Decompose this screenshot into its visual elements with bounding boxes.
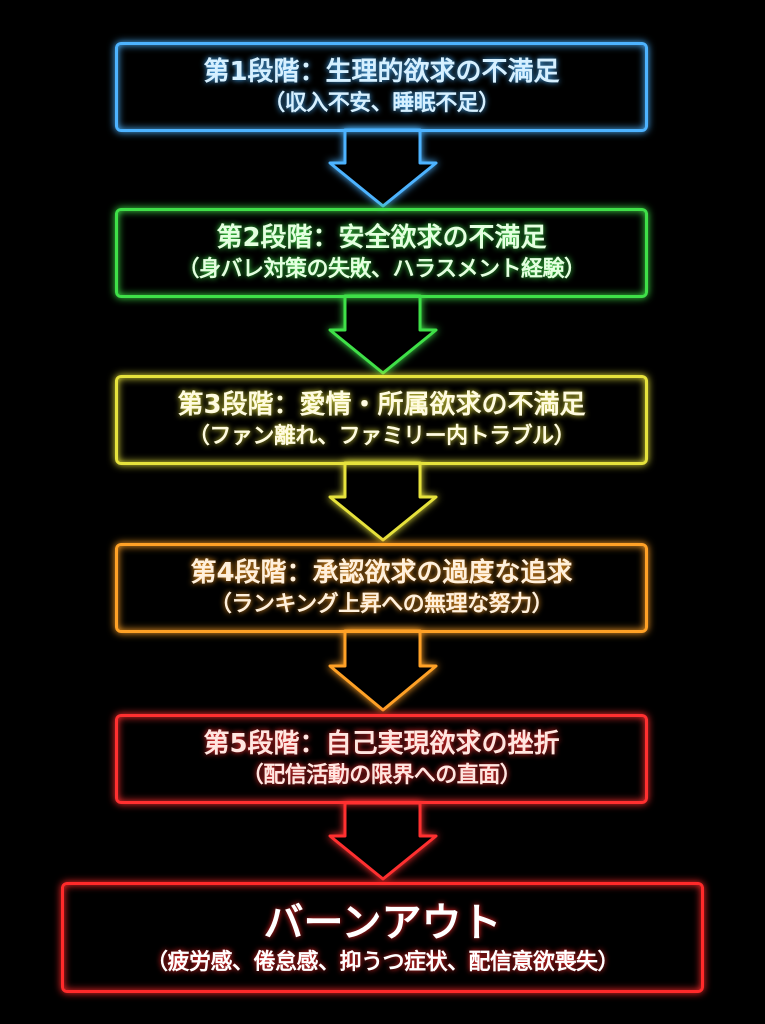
arrow-down-icon [328,128,438,208]
stage-subtitle: （ファン離れ、ファミリー内トラブル） [187,424,576,449]
stage-title: 第1段階：生理的欲求の不満足 [203,57,560,87]
stage-2-box: 第2段階：安全欲求の不満足 （身バレ対策の失敗、ハラスメント経験） [115,208,648,298]
stage-4-box: 第4段階：承認欲求の過度な追求 （ランキング上昇への無理な努力） [115,543,648,633]
stage-title: 第3段階：愛情・所属欲求の不満足 [177,390,586,420]
stage-1-box: 第1段階：生理的欲求の不満足 （収入不安、睡眠不足） [115,42,648,132]
stage-3-box: 第3段階：愛情・所属欲求の不満足 （ファン離れ、ファミリー内トラブル） [115,375,648,465]
stage-title: 第2段階：安全欲求の不満足 [216,223,547,253]
arrow-down-icon [328,294,438,375]
burnout-subtitle: （疲労感、倦怠感、抑うつ症状、配信意欲喪失） [145,949,620,975]
stage-title: 第5段階：自己実現欲求の挫折 [203,729,560,759]
stage-5-box: 第5段階：自己実現欲求の挫折 （配信活動の限界への直面） [115,714,648,804]
stage-subtitle: （収入不安、睡眠不足） [263,91,500,116]
arrow-down-icon [328,801,438,881]
stage-subtitle: （身バレ対策の失敗、ハラスメント経験） [177,257,586,282]
burnout-box: バーンアウト （疲労感、倦怠感、抑うつ症状、配信意欲喪失） [61,882,704,993]
stage-subtitle: （ランキング上昇への無理な努力） [209,592,554,617]
stage-subtitle: （配信活動の限界への直面） [241,763,522,788]
arrow-down-icon [328,461,438,542]
arrow-down-icon [328,629,438,712]
burnout-title: バーンアウト [263,899,502,946]
stage-title: 第4段階：承認欲求の過度な追求 [190,558,573,588]
